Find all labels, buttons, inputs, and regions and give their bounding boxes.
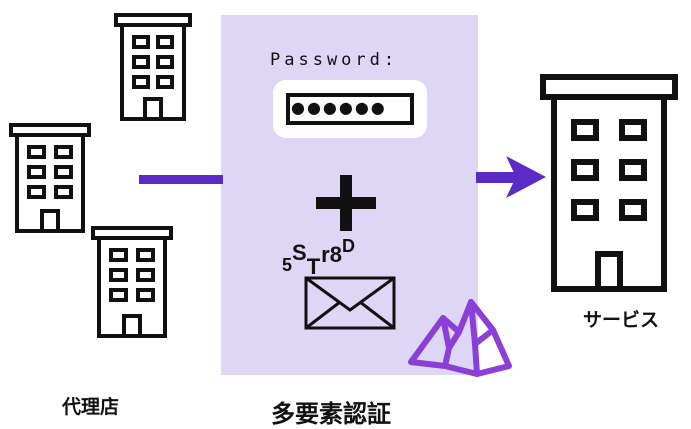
password-field-icon — [271, 78, 429, 140]
one-time-code: 5STr8D — [282, 236, 355, 278]
service-label: サービス — [583, 309, 660, 331]
mfa-label: 多要素認証 — [271, 400, 391, 428]
code-char-6: D — [341, 236, 355, 256]
agency-building-icon-1 — [114, 13, 192, 121]
connector-line — [139, 175, 223, 185]
password-label: Password: — [270, 50, 399, 70]
code-char-4: r — [321, 242, 330, 267]
mountain-logo-icon — [405, 296, 513, 378]
arrow-to-service — [476, 156, 548, 200]
agency-building-icon-3 — [91, 226, 173, 338]
agency-label: 代理店 — [62, 396, 120, 418]
password-mask: ●●●●●● — [291, 98, 387, 117]
envelope-icon — [304, 276, 396, 330]
code-char-5: 8 — [329, 242, 342, 267]
code-char-3: T — [306, 254, 321, 279]
service-building-icon — [540, 74, 678, 292]
plus-icon — [316, 175, 376, 231]
code-char-2: S — [292, 240, 307, 265]
agency-building-icon-2 — [9, 123, 91, 233]
code-char-1: 5 — [282, 255, 293, 275]
